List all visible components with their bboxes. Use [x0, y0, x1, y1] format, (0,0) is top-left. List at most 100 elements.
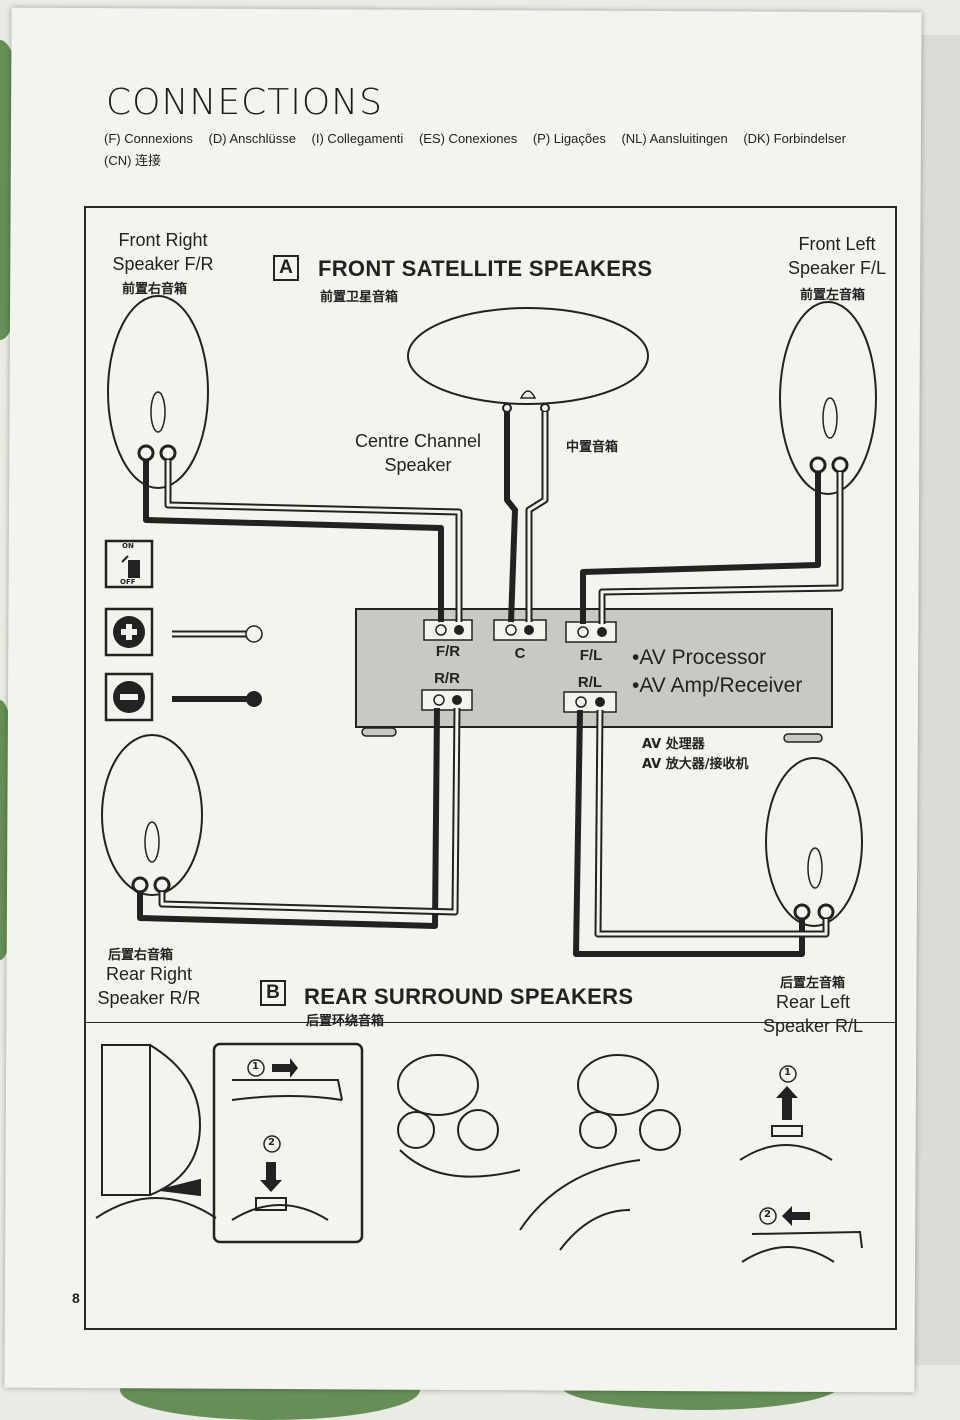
front-left-label: Front Left Speaker F/L: [772, 232, 902, 280]
front-left-cn: 前置左音箱: [800, 288, 866, 303]
front-right-line1: Front Right: [118, 230, 208, 250]
step-2-badge: [263, 1135, 281, 1153]
bracket-illustration-right: [739, 1125, 863, 1263]
rear-left-speaker: [765, 757, 863, 927]
driver-icon: [150, 391, 166, 433]
language-item: (ES) Conexiones: [418, 131, 518, 146]
speaker-terminal: [502, 403, 512, 413]
power-switch-icon: [104, 539, 154, 589]
step-1-badge: [779, 1065, 797, 1083]
centre-cn: 中置音箱: [566, 440, 619, 455]
driver-icon: [807, 847, 823, 889]
minus-circle-icon: [104, 672, 154, 722]
front-right-speaker: [107, 295, 209, 489]
terminal-block-rr: [421, 689, 473, 711]
wire-positive-rl: [594, 709, 830, 938]
driver-icon: [519, 390, 537, 399]
language-item: (CN) 连接: [104, 153, 162, 168]
switch-off-label: OFF: [120, 578, 136, 586]
terminal-label-fl: F/L: [579, 647, 603, 664]
terminal-label-rl: R/L: [577, 674, 603, 691]
receiver-line2: •AV Amp/Receiver: [632, 674, 803, 697]
section-b-letter: B: [260, 980, 286, 1006]
section-divider: [84, 1022, 897, 1023]
wire-positive-fr: [164, 460, 463, 622]
driver-icon: [822, 397, 838, 439]
arrow-left-icon: [782, 1206, 810, 1226]
arrow-down-icon: [260, 1162, 282, 1192]
diagram-frame: [84, 206, 897, 1330]
centre-line2: Speaker: [384, 455, 452, 475]
wire-negative-c: [504, 412, 518, 623]
wall-bracket-illustration: [95, 1044, 217, 1219]
wire-positive-rr: [158, 707, 461, 916]
front-left-line2: Speaker F/L: [787, 258, 887, 278]
language-item: (DK) Forbindelser: [743, 131, 846, 146]
step-2-number: 2: [268, 1137, 275, 1148]
speaker-terminal: [137, 444, 155, 462]
centre-speaker: [407, 307, 649, 405]
wire-negative-fr: [143, 460, 444, 622]
speaker-terminal: [540, 403, 550, 413]
positive-wire-legend: [172, 625, 263, 643]
terminal-block-fl: [565, 621, 617, 643]
rear-right-cn: 后置右音箱: [108, 948, 174, 963]
step-panel: [212, 1042, 364, 1244]
front-right-cn: 前置右音箱: [122, 282, 188, 297]
section-a-title: FRONT SATELLITE SPEAKERS: [318, 256, 653, 281]
speaker-terminal: [131, 876, 149, 894]
front-left-line1: Front Left: [798, 234, 876, 254]
rear-right-line2: Speaker R/R: [97, 988, 201, 1008]
step-1-badge: [247, 1059, 265, 1077]
section-b-title: REAR SURROUND SPEAKERS: [304, 984, 634, 1009]
rear-left-label: Rear Left Speaker R/L: [750, 990, 876, 1038]
wire-negative-fl: [580, 472, 821, 624]
arrow-up-icon: [776, 1086, 798, 1120]
page-number: 8: [72, 1290, 80, 1306]
terminal-label-fr: F/R: [435, 643, 461, 660]
plus-circle-icon: [104, 607, 154, 657]
receiver-cn2: AV 放大器/接收机: [642, 757, 749, 772]
section-a-title-cn: 前置卫星音箱: [320, 290, 399, 305]
centre-line1: Centre Channel: [354, 431, 482, 451]
speaker-terminal: [793, 903, 811, 921]
language-item: (I) Collegamenti: [311, 131, 404, 146]
centre-label: Centre Channel Speaker: [340, 429, 496, 477]
rear-left-line2: Speaker R/L: [762, 1016, 864, 1036]
page-title: CONNECTIONS: [106, 82, 383, 123]
switch-on-label: ON: [122, 542, 134, 550]
cable-wrap-illustration-2: [519, 1054, 681, 1251]
front-right-line2: Speaker F/R: [112, 254, 214, 274]
speaker-terminal: [817, 903, 835, 921]
rear-left-cn: 后置左音箱: [780, 976, 846, 991]
receiver-cn1: AV 处理器: [642, 737, 705, 752]
wire-positive-fl: [598, 472, 844, 624]
receiver-foot: [361, 727, 397, 737]
terminal-block-rl: [563, 691, 617, 713]
section-b-title-cn: 后置环绕音箱: [306, 1014, 385, 1029]
section-a-letter: A: [273, 255, 299, 281]
language-item: (F) Connexions: [104, 131, 193, 146]
terminal-label-c: C: [514, 645, 526, 662]
speaker-terminal: [831, 456, 849, 474]
rear-right-label: Rear Right Speaker R/R: [84, 962, 214, 1010]
speaker-terminal: [809, 456, 827, 474]
front-left-speaker: [779, 301, 877, 495]
wire-negative-rr: [137, 707, 440, 929]
speaker-terminal: [153, 876, 171, 894]
language-list: (F) Connexions (D) Anschlüsse (I) Colleg…: [104, 128, 894, 172]
receiver-line1: •AV Processor: [632, 646, 767, 669]
receiver-foot: [783, 733, 823, 743]
rear-left-line1: Rear Left: [775, 992, 851, 1012]
terminal-block-fr: [423, 619, 473, 641]
driver-icon: [144, 821, 160, 863]
rear-right-speaker: [101, 734, 203, 896]
language-item: (NL) Aansluitingen: [621, 131, 728, 146]
step-1-number: 1: [252, 1061, 259, 1072]
negative-wire-legend: [172, 691, 262, 707]
cable-wrap-illustration-1: [397, 1054, 521, 1178]
wire-positive-c: [525, 412, 549, 622]
language-item: (P) Ligações: [532, 131, 606, 146]
step-panel-detail: [231, 1079, 343, 1221]
